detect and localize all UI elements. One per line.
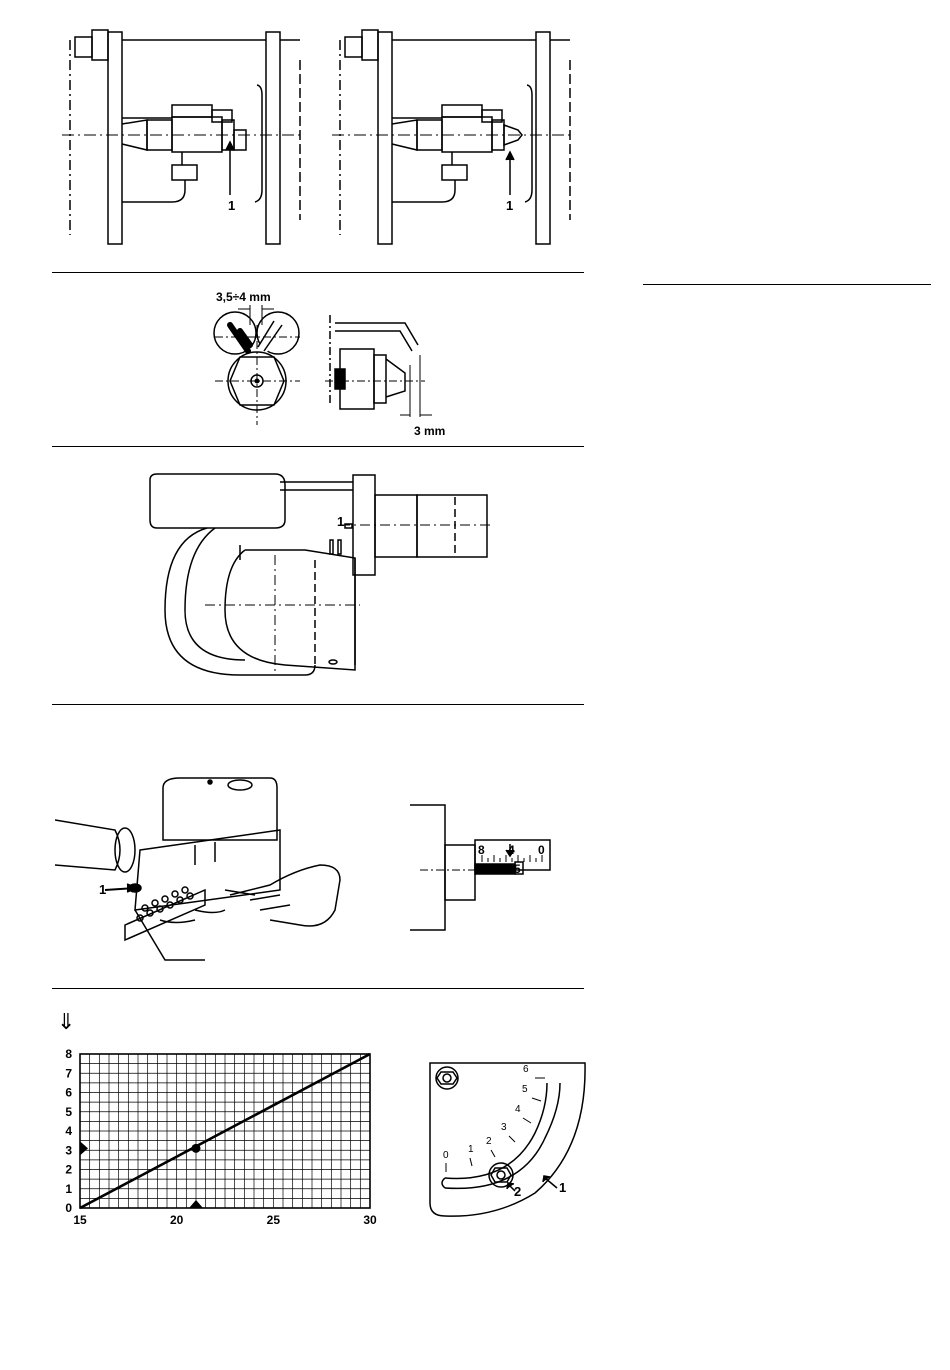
plate-label-1: 1 bbox=[559, 1180, 566, 1195]
electrode-assembly-figure: 1 1 bbox=[52, 20, 592, 260]
y-tick-label: 3 bbox=[65, 1143, 72, 1157]
scale-number-4: 4 bbox=[515, 1104, 521, 1115]
adjustment-slot bbox=[445, 1083, 560, 1188]
scale-tick-8: 8 bbox=[478, 843, 485, 857]
electrode-gap-figure: 3,5÷4 mm 3 mm bbox=[200, 285, 470, 440]
scale-number-1: 1 bbox=[468, 1144, 474, 1155]
y-tick-label: 1 bbox=[65, 1182, 72, 1196]
scale-number-0: 0 bbox=[443, 1150, 449, 1161]
x-tick-label: 20 bbox=[170, 1213, 184, 1227]
chart-y-ticks: 0 1 2 3 4 5 6 7 8 bbox=[65, 1047, 72, 1215]
y-tick-label: 0 bbox=[65, 1201, 72, 1215]
scale-tick-0: 0 bbox=[538, 843, 545, 857]
y-tick-label: 6 bbox=[65, 1086, 72, 1100]
electrode-view-left: 1 bbox=[62, 30, 302, 244]
scale-number-3: 3 bbox=[501, 1122, 507, 1133]
chart-x-ticks: 15 20 25 30 bbox=[73, 1213, 377, 1227]
scale-number-5: 5 bbox=[522, 1084, 528, 1095]
section-divider-3 bbox=[52, 704, 584, 705]
adjustment-plate-figure: 0 1 2 3 4 5 6 2 1 bbox=[425, 1058, 595, 1223]
x-tick-label: 30 bbox=[363, 1213, 377, 1227]
marked-point bbox=[192, 1144, 201, 1153]
scale-tick-4: 4 bbox=[508, 843, 515, 857]
y-tick-label: 7 bbox=[65, 1066, 72, 1080]
section-divider-2 bbox=[52, 446, 584, 447]
section-divider-1 bbox=[52, 272, 584, 273]
side-column-divider bbox=[643, 284, 931, 285]
hand-figure-label: 1 bbox=[99, 882, 106, 897]
x-tick-label: 25 bbox=[267, 1213, 281, 1227]
y-axis-marker bbox=[80, 1141, 88, 1155]
y-tick-label: 2 bbox=[65, 1163, 72, 1177]
y-tick-label: 5 bbox=[65, 1105, 72, 1119]
x-tick-label: 15 bbox=[73, 1213, 87, 1227]
slider-label: 5 bbox=[514, 862, 521, 876]
scale-adjustment-figure: 8 4 0 5 bbox=[410, 800, 560, 940]
plate-label-2: 2 bbox=[514, 1184, 521, 1199]
terminal-adjustment-figure: 1 bbox=[55, 770, 355, 965]
fig1-right-label: 1 bbox=[506, 198, 513, 213]
fixing-nut-top bbox=[436, 1067, 458, 1089]
down-arrow-symbol: ⇓ bbox=[57, 1012, 75, 1034]
y-tick-label: 4 bbox=[65, 1124, 72, 1138]
burner-side-figure: 1 bbox=[145, 460, 495, 690]
setting-chart: 15 20 25 30 0 1 2 3 4 5 6 7 8 bbox=[50, 1040, 390, 1240]
scale-number-2: 2 bbox=[486, 1136, 492, 1147]
x-axis-marker bbox=[189, 1200, 203, 1208]
electrode-view-right: 1 bbox=[332, 30, 572, 244]
scale-number-6: 6 bbox=[523, 1064, 529, 1075]
section-divider-4 bbox=[52, 988, 584, 989]
screw-label: 1 bbox=[337, 514, 344, 529]
y-tick-label: 8 bbox=[65, 1047, 72, 1061]
fig1-left-label: 1 bbox=[228, 198, 235, 213]
distance-dimension-label: 3 mm bbox=[414, 424, 445, 438]
gap-dimension-label: 3,5÷4 mm bbox=[216, 290, 271, 304]
